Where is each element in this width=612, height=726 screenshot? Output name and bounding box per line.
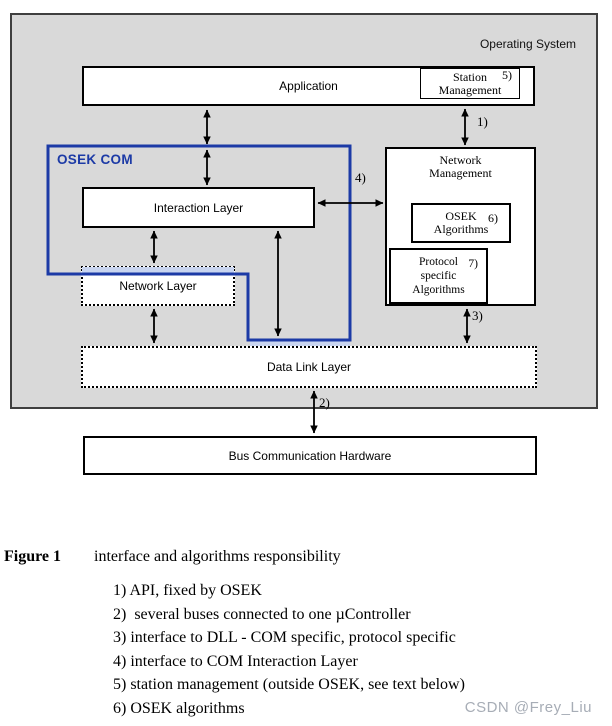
- operating-system-label: Operating System: [479, 37, 576, 51]
- network-layer-box: Network Layer: [81, 266, 235, 306]
- arrow-label-1: 1): [477, 114, 488, 129]
- network-management-label: Network Management: [429, 153, 492, 180]
- arrow-label-2: 2): [319, 395, 330, 410]
- legend-item-3: 3) interface to DLL - COM specific, prot…: [113, 629, 456, 646]
- figure-legend: 1) API, fixed by OSEK 2) several buses c…: [113, 579, 465, 720]
- station-management-line2: Management: [438, 82, 502, 97]
- protocol-specific-algorithms-box: Protocol 7) specific Algorithms: [389, 248, 488, 304]
- arrow-label-3: 3): [472, 308, 483, 323]
- interaction-layer-box: Interaction Layer: [82, 187, 315, 228]
- interaction-layer-label: Interaction Layer: [153, 200, 244, 215]
- figure-caption: Figure 1 interface and algorithms respon…: [4, 548, 341, 566]
- figure-number: Figure 1: [4, 548, 62, 565]
- osek-com-label: OSEK COM: [57, 152, 133, 167]
- network-layer-label: Network Layer: [119, 279, 197, 293]
- figure-title: interface and algorithms responsibility: [94, 548, 341, 565]
- watermark: CSDN @Frey_Liu: [464, 699, 592, 716]
- legend-item-4: 4) interface to COM Interaction Layer: [113, 652, 358, 670]
- station-management-box: Station 5) Management: [420, 68, 520, 99]
- bus-communication-hardware-label: Bus Communication Hardware: [228, 448, 392, 463]
- application-label: Application: [279, 79, 338, 93]
- bus-communication-hardware-box: Bus Communication Hardware: [83, 436, 537, 475]
- ref-number-6: 6): [488, 211, 498, 225]
- ref-number-5: 5): [502, 67, 512, 82]
- legend-item-2: 2) several buses connected to one µContr…: [113, 605, 411, 623]
- osek-algorithms-box: OSEK 6) Algorithms: [411, 203, 511, 243]
- station-management-line1: Station 5): [452, 67, 512, 84]
- data-link-layer-box: Data Link Layer: [81, 346, 537, 388]
- ref-number-7: 7): [468, 258, 478, 270]
- legend-item-1: 1) API, fixed by OSEK: [113, 582, 262, 599]
- arrow-label-4: 4): [355, 170, 366, 185]
- legend-item-5: 5) station management (outside OSEK, see…: [113, 676, 465, 693]
- legend-item-6: 6) OSEK algorithms: [113, 699, 245, 717]
- data-link-layer-label: Data Link Layer: [266, 360, 352, 374]
